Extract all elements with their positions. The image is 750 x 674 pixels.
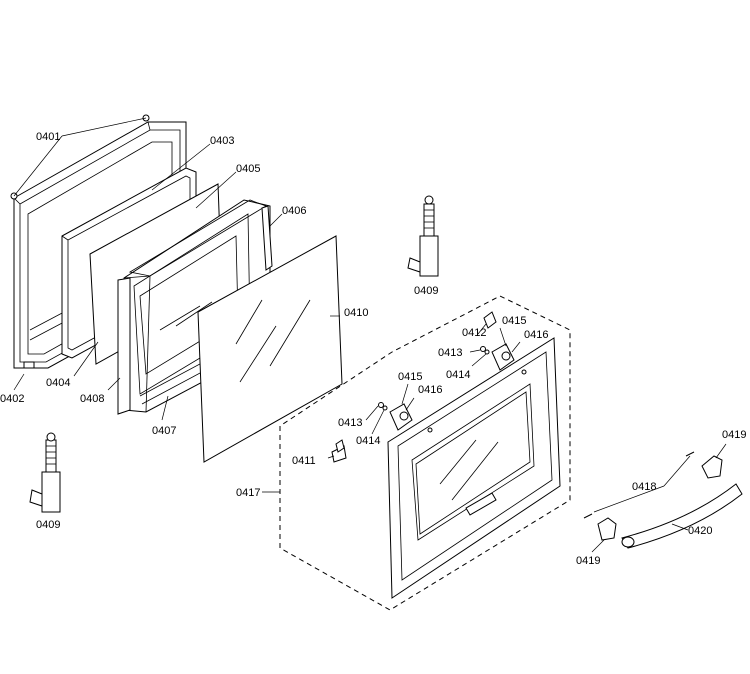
hinge-lower-left bbox=[29, 432, 61, 513]
door-assembly-box bbox=[279, 295, 571, 611]
label-0419-upper: 0419 bbox=[722, 429, 746, 441]
label-0405: 0405 bbox=[236, 163, 260, 175]
handle-pins bbox=[583, 451, 695, 519]
outer-glass-panel bbox=[197, 235, 343, 463]
label-0414-lower: 0414 bbox=[356, 435, 380, 447]
label-0406: 0406 bbox=[282, 205, 306, 217]
label-0413-lower: 0413 bbox=[338, 417, 362, 429]
label-0402: 0402 bbox=[0, 393, 24, 405]
label-0412: 0412 bbox=[462, 327, 486, 339]
label-0403: 0403 bbox=[210, 135, 234, 147]
handle-end-cap-upper bbox=[701, 455, 723, 479]
bracket-0412 bbox=[483, 311, 497, 329]
screw-set-lower bbox=[378, 402, 413, 431]
label-0417: 0417 bbox=[236, 487, 260, 499]
leader-lines bbox=[13, 117, 727, 553]
part-labels: 0401 0402 0403 0404 0405 0406 0407 0408 … bbox=[0, 131, 746, 567]
label-0410: 0410 bbox=[344, 307, 368, 319]
label-0408: 0408 bbox=[80, 393, 104, 405]
screw-set-upper bbox=[480, 343, 515, 371]
hinge-upper-right bbox=[407, 195, 439, 277]
label-0418: 0418 bbox=[632, 481, 656, 493]
glass-seal-strip bbox=[261, 205, 273, 271]
label-0419-lower: 0419 bbox=[576, 555, 600, 567]
label-0411: 0411 bbox=[292, 455, 316, 467]
label-0415-upper: 0415 bbox=[502, 315, 526, 327]
label-0409-lower: 0409 bbox=[36, 519, 60, 531]
label-0413-upper: 0413 bbox=[438, 347, 462, 359]
bracket-0411 bbox=[331, 439, 347, 463]
label-0401: 0401 bbox=[36, 131, 60, 143]
label-0407: 0407 bbox=[152, 425, 176, 437]
label-0415-lower: 0415 bbox=[398, 371, 422, 383]
label-0409-upper: 0409 bbox=[414, 285, 438, 297]
door-handle bbox=[621, 483, 743, 549]
label-0416-upper: 0416 bbox=[524, 329, 548, 341]
handle-end-cap-lower bbox=[597, 517, 617, 541]
label-0416-lower: 0416 bbox=[418, 384, 442, 396]
label-0414-upper: 0414 bbox=[446, 369, 470, 381]
door-assembly bbox=[387, 337, 561, 599]
label-0404: 0404 bbox=[46, 377, 70, 389]
label-0420: 0420 bbox=[688, 525, 712, 537]
